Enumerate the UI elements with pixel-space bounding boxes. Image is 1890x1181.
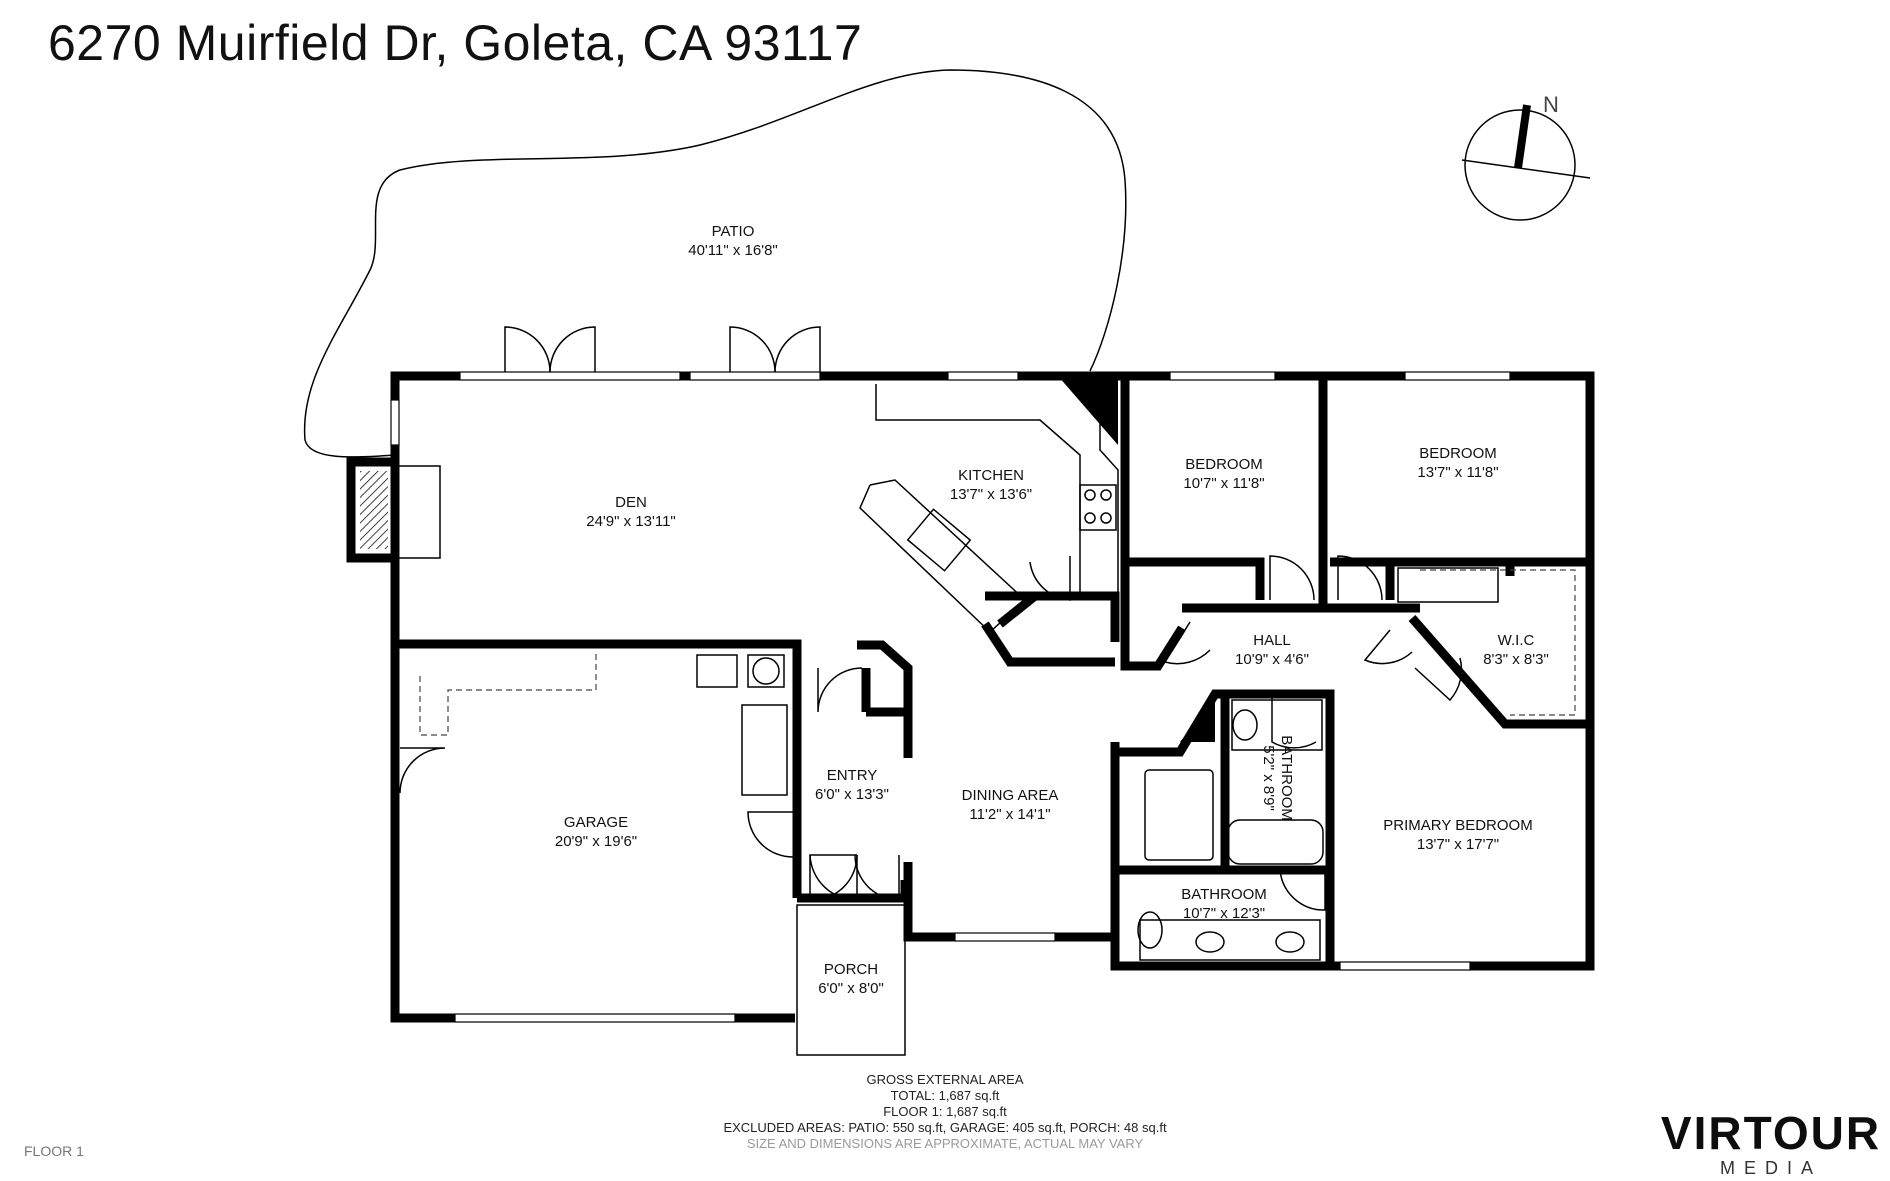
room-dims-bath-small: 5'2" x 8'9" [1260,745,1277,811]
room-name-entry: ENTRY [827,767,878,784]
room-dims-hall: 10'9" x 4'6" [1235,651,1309,668]
room-name-dining: DINING AREA [962,787,1059,804]
room-name-garage: GARAGE [564,814,628,831]
patio-outline [303,69,1127,458]
compass-icon: N [1461,92,1591,221]
brand-logo: VIRTOUR MEDIA [1656,1110,1886,1179]
area-excluded: EXCLUDED AREAS: PATIO: 550 sq.ft, GARAGE… [723,1120,1167,1135]
property-address: 6270 Muirfield Dr, Goleta, CA 93117 [48,15,863,71]
compass-label: N [1543,92,1559,117]
room-name-bedroom-2: BEDROOM [1419,445,1497,462]
room-dims-bath-main: 10'7" x 12'3" [1183,905,1265,922]
area-disclaimer: SIZE AND DIMENSIONS ARE APPROXIMATE, ACT… [746,1136,1144,1151]
room-dims-porch: 6'0" x 8'0" [818,980,884,997]
room-dims-primary-bedroom: 13'7" x 17'7" [1417,836,1499,853]
room-name-patio: PATIO [712,223,755,240]
room-dims-patio: 40'11" x 16'8" [688,242,778,259]
room-name-primary-bedroom: PRIMARY BEDROOM [1383,817,1532,834]
floor-label: FLOOR 1 [24,1143,84,1159]
windows [390,371,1511,1023]
room-dims-bedroom-2: 13'7" x 11'8" [1417,464,1498,481]
room-dims-kitchen: 13'7" x 13'6" [950,486,1032,503]
area-summary: GROSS EXTERNAL AREA TOTAL: 1,687 sq.ft F… [0,1072,1890,1152]
interior-doors [399,555,1463,911]
room-dims-bedroom-1: 10'7" x 11'8" [1183,475,1264,492]
area-total: TOTAL: 1,687 sq.ft [890,1088,1000,1103]
patio-doors [504,326,821,373]
room-name-bath-small: BATHROOM [1278,735,1295,821]
area-heading: GROSS EXTERNAL AREA [866,1072,1024,1087]
area-floor: FLOOR 1: 1,687 sq.ft [883,1104,1007,1119]
room-name-wic: W.I.C [1498,632,1535,649]
room-name-hall: HALL [1253,632,1291,649]
room-dims-entry: 6'0" x 13'3" [815,786,889,803]
room-name-bedroom-1: BEDROOM [1185,456,1263,473]
room-dims-dining: 11'2" x 14'1" [969,806,1050,823]
room-name-bath-main: BATHROOM [1181,886,1267,903]
logo-brand: VIRTOUR [1660,1107,1882,1159]
room-dims-garage: 20'9" x 19'6" [555,833,637,850]
room-labels: PATIO 40'11" x 16'8" DEN 24'9" x 13'11" … [555,223,1549,997]
fixtures [419,380,1576,961]
room-name-porch: PORCH [824,961,878,978]
room-dims-wic: 8'3" x 8'3" [1483,651,1549,668]
room-name-kitchen: KITCHEN [958,467,1024,484]
room-name-den: DEN [615,494,647,511]
logo-sub: MEDIA [1719,1158,1822,1178]
room-dims-den: 24'9" x 13'11" [586,513,676,530]
